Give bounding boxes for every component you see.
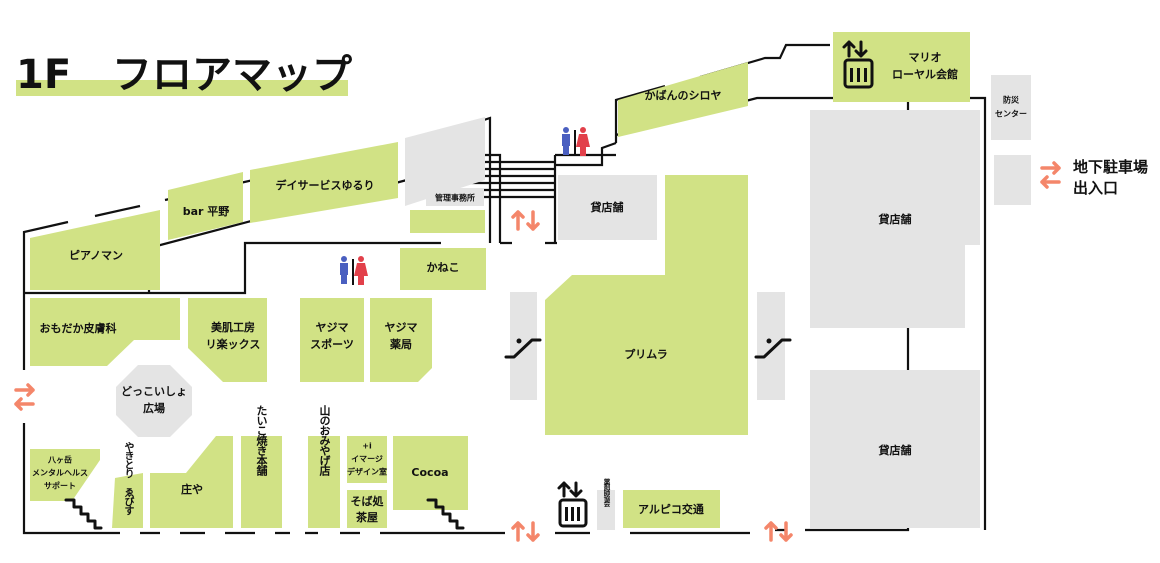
bosai-center[interactable] — [991, 75, 1031, 140]
vacant-upper[interactable] — [810, 110, 980, 328]
store-label: bar 平野 — [183, 205, 230, 218]
store-label: デイサービスゆるり — [276, 178, 375, 192]
store-label: 広場 — [143, 401, 165, 415]
store-label: プリムラ — [624, 347, 667, 361]
store-primula[interactable] — [545, 175, 748, 435]
store-label: Cocoa — [411, 466, 448, 479]
store-cocoa[interactable] — [393, 436, 468, 510]
store-label: 防災 — [1003, 95, 1020, 105]
store-label: 美肌工房 — [211, 320, 255, 334]
store-alpico[interactable] — [623, 490, 720, 528]
page-title: フロアマップ — [112, 52, 352, 98]
store-label: サポート — [44, 481, 76, 491]
store-label: かねこ — [427, 261, 460, 274]
store-bihada[interactable] — [188, 298, 267, 382]
store-label: 薬剤師協会 — [602, 477, 611, 508]
store-label: 山のおみやげ店 — [318, 404, 331, 477]
store-kaneko[interactable] — [400, 248, 486, 290]
store-label: 貸店舗 — [878, 443, 912, 457]
floor-label: 1F — [16, 52, 71, 98]
store-mario[interactable] — [833, 32, 970, 102]
restroom-icon — [340, 256, 368, 285]
store-unnamed — [410, 210, 485, 233]
escalator-icon — [504, 338, 542, 359]
store-label: スポーツ — [310, 337, 354, 351]
store-yatsugatake[interactable] — [30, 449, 100, 501]
store-label: メンタルヘルス — [32, 468, 88, 478]
parking-gate — [994, 155, 1031, 205]
store-label: ピアノマン — [69, 249, 123, 262]
store-label: 茶屋 — [355, 510, 378, 524]
store-label: リ楽ックス — [206, 337, 261, 351]
store-kaban-shiroya[interactable] — [618, 62, 748, 137]
vacant-corner — [405, 117, 485, 206]
parking-entrance-label: 出入口 — [1073, 179, 1118, 197]
title-underline — [16, 80, 348, 96]
store-label: 管理事務所 — [435, 193, 475, 203]
store-yama[interactable] — [308, 436, 340, 528]
store-shoya[interactable] — [150, 436, 233, 528]
store-omodaka[interactable] — [30, 298, 180, 366]
store-label: ローヤル会館 — [892, 67, 958, 81]
store-label: かばんのシロヤ — [645, 88, 722, 102]
store-day-service[interactable] — [250, 142, 398, 223]
up-down-arrow-icon — [511, 210, 540, 231]
store-yakitori[interactable] — [112, 473, 143, 528]
escalator-icon — [516, 338, 522, 344]
elevator-icon — [557, 481, 588, 528]
store-pianoman[interactable] — [30, 210, 160, 290]
store-label: 八ヶ岳 — [47, 455, 72, 465]
store-label: デザイン室 — [347, 467, 387, 477]
elevator-icon — [842, 40, 874, 89]
vacant-lower[interactable] — [810, 370, 980, 528]
in-out-arrow-icon — [14, 383, 35, 411]
store-label: おもだか皮膚科 — [40, 321, 117, 335]
store-label: やきとり ゑびす — [122, 441, 134, 515]
store-label: 庄や — [181, 482, 203, 496]
store-label: アルピコ交通 — [638, 502, 704, 516]
restroom-icon — [562, 127, 590, 156]
store-label: 貸店舗 — [878, 212, 912, 226]
store-label: ヤジマ — [385, 321, 418, 334]
store-image-design[interactable] — [347, 436, 387, 483]
store-soba[interactable] — [347, 490, 387, 528]
store-label: たいこ焼き本舗 — [255, 405, 269, 477]
store-taiko[interactable] — [241, 436, 282, 528]
store-label: 薬局 — [390, 337, 412, 351]
store-label: センター — [995, 109, 1027, 119]
store-bar-hirano[interactable] — [168, 172, 243, 240]
escalator-icon — [766, 338, 772, 344]
parking-entrance-label: 地下駐車場 — [1073, 158, 1148, 176]
store-label: どっこいしょ — [121, 385, 187, 398]
vacant-small[interactable] — [558, 175, 657, 240]
up-down-arrow-icon — [511, 521, 540, 542]
stairs-icon — [426, 498, 465, 530]
store-label: マリオ — [909, 51, 942, 64]
pharmacist-association[interactable] — [597, 490, 615, 530]
plaza-dokkoisho[interactable] — [116, 365, 192, 437]
up-down-arrow-icon — [764, 521, 793, 542]
store-label: イマージ — [351, 455, 383, 464]
stairs-icon — [64, 498, 103, 530]
store-yajima-pharmacy[interactable] — [370, 298, 432, 382]
escalator-icon — [754, 338, 792, 359]
store-yajima-sports[interactable] — [300, 298, 364, 382]
store-label: 貸店舗 — [590, 200, 624, 214]
office[interactable] — [426, 188, 484, 206]
store-label: +i — [362, 442, 372, 451]
store-label: ヤジマ — [316, 321, 349, 334]
in-out-arrow-icon — [1040, 161, 1061, 189]
escalator-right — [757, 292, 785, 400]
store-label: そば処 — [351, 494, 385, 508]
